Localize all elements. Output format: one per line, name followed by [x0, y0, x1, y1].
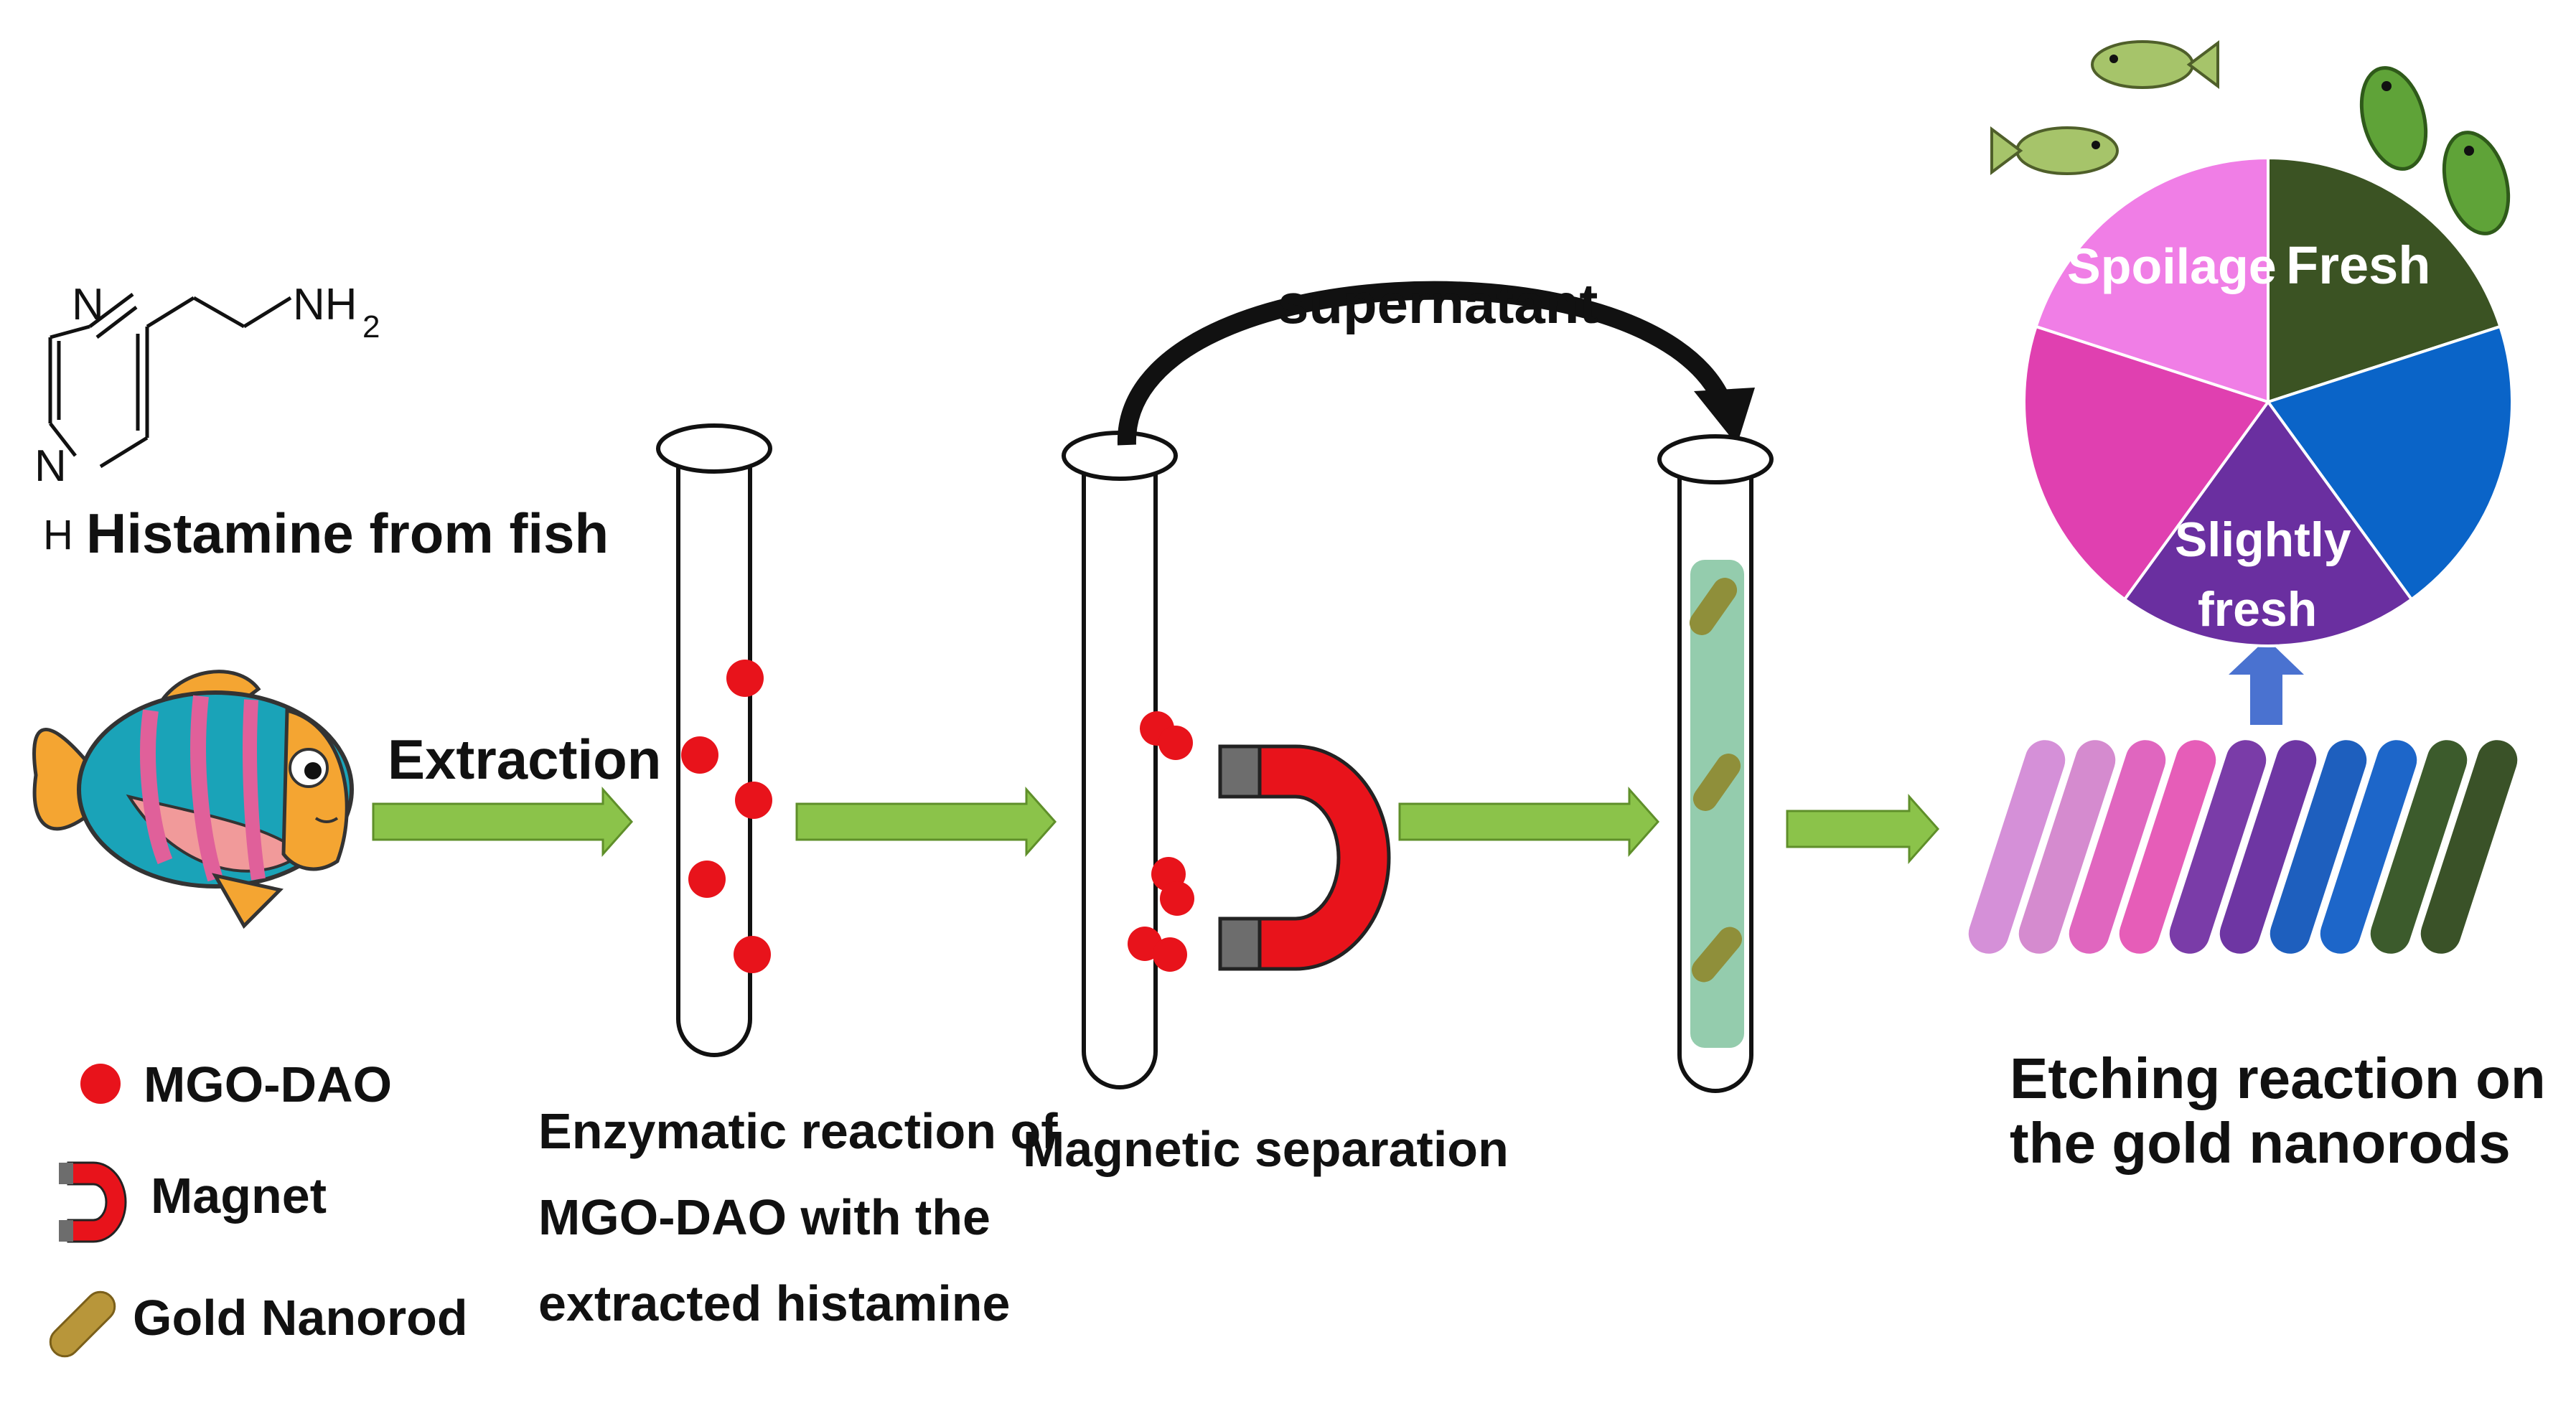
wheel-segment [2122, 399, 2414, 648]
mgo-dao-particle [726, 660, 764, 697]
test-tube-nanorods [1657, 434, 1774, 1093]
supernatant-arrow [1117, 281, 1755, 446]
wheel-segment [2022, 324, 2271, 601]
legend-label-magnet: Magnet [151, 1168, 327, 1224]
gold-nanorod-icon [49, 1290, 116, 1358]
wheel-label-fresh: Fresh [2286, 235, 2431, 295]
wheel-segment [2265, 324, 2514, 601]
jumping-fish-icon [2359, 66, 2428, 171]
nanorod [2069, 740, 2166, 954]
nanorod [1968, 740, 2066, 954]
mgo-dao-particle [1160, 881, 1194, 916]
nanorod [2018, 740, 2116, 954]
small-fish-icon [1990, 126, 2119, 175]
histamine-nh2-subscript: 2 [362, 309, 380, 344]
nanorod [2219, 740, 2317, 954]
gold-nanorod [1689, 578, 1738, 635]
gold-nanorod [1692, 754, 1741, 811]
mgo-dao-particle [1153, 937, 1187, 972]
legend-label-gold-nanorod: Gold Nanorod [133, 1290, 468, 1346]
nanorod-color-series [1968, 740, 2518, 954]
enzymatic-caption-line1: Enzymatic reaction of [538, 1103, 1058, 1159]
flow-arrow-1 [372, 787, 634, 857]
flow-arrow-2 [795, 787, 1057, 857]
histamine-n-label: N [72, 280, 104, 329]
nanorod [2169, 740, 2267, 954]
nanorod [2119, 740, 2216, 954]
wheel-label-slightly: Slightly [2175, 512, 2351, 567]
wheel-segment [2267, 156, 2502, 404]
magnet [1218, 744, 1391, 971]
etching-caption-line2: the gold nanorods [2010, 1111, 2511, 1175]
green-precipitate [1690, 560, 1744, 1048]
flow-arrow-4 [1786, 794, 1940, 864]
magnet-icon [59, 1161, 127, 1243]
histamine-nh-n-label: N [34, 441, 67, 491]
mgo-dao-particle [1158, 726, 1193, 760]
mgo-dao-particle [688, 861, 726, 898]
histamine-nh2-label: NH [293, 280, 357, 329]
freshness-color-wheel [2022, 156, 2514, 648]
up-arrow [2229, 639, 2304, 725]
supernatant-label: supernatant [1278, 272, 1598, 335]
wheel-label-fresh-2: fresh [2198, 582, 2317, 637]
enzymatic-caption-line2: MGO-DAO with the [538, 1189, 990, 1245]
wheel-label-spoilage: Spoilage [2067, 238, 2277, 294]
magnetic-separation-caption: Magnetic separation [1023, 1121, 1509, 1177]
enzymatic-caption-line3: extracted histamine [538, 1275, 1010, 1331]
test-tube-reaction [656, 423, 772, 1057]
mgo-dao-particle [735, 782, 772, 819]
histamine-h-label: H [43, 512, 73, 558]
histamine-from-fish-label: Histamine from fish [86, 502, 609, 565]
jumping-fish-icon [2442, 131, 2511, 235]
nanorod [2370, 740, 2468, 954]
red-dot-icon [80, 1064, 121, 1104]
etching-caption-line1: Etching reaction on [2010, 1046, 2546, 1110]
histamine-structure [48, 293, 292, 469]
small-fish-icon [2091, 40, 2219, 89]
mgo-dao-particle [681, 736, 718, 774]
fish-illustration [32, 670, 354, 929]
wheel-segment [2034, 156, 2270, 404]
mgo-dao-particle [734, 936, 771, 973]
nanorod [2420, 740, 2518, 954]
nanorod [2320, 740, 2417, 954]
flow-arrow-3 [1398, 787, 1660, 857]
extraction-label: Extraction [388, 728, 661, 791]
gold-nanorod [1692, 927, 1742, 983]
legend-label-mgo-dao: MGO-DAO [144, 1056, 392, 1112]
nanorod [2270, 740, 2367, 954]
test-tube-separation [1062, 431, 1194, 1089]
legend: MGO-DAO Magnet Gold Nanorod [49, 1056, 468, 1358]
